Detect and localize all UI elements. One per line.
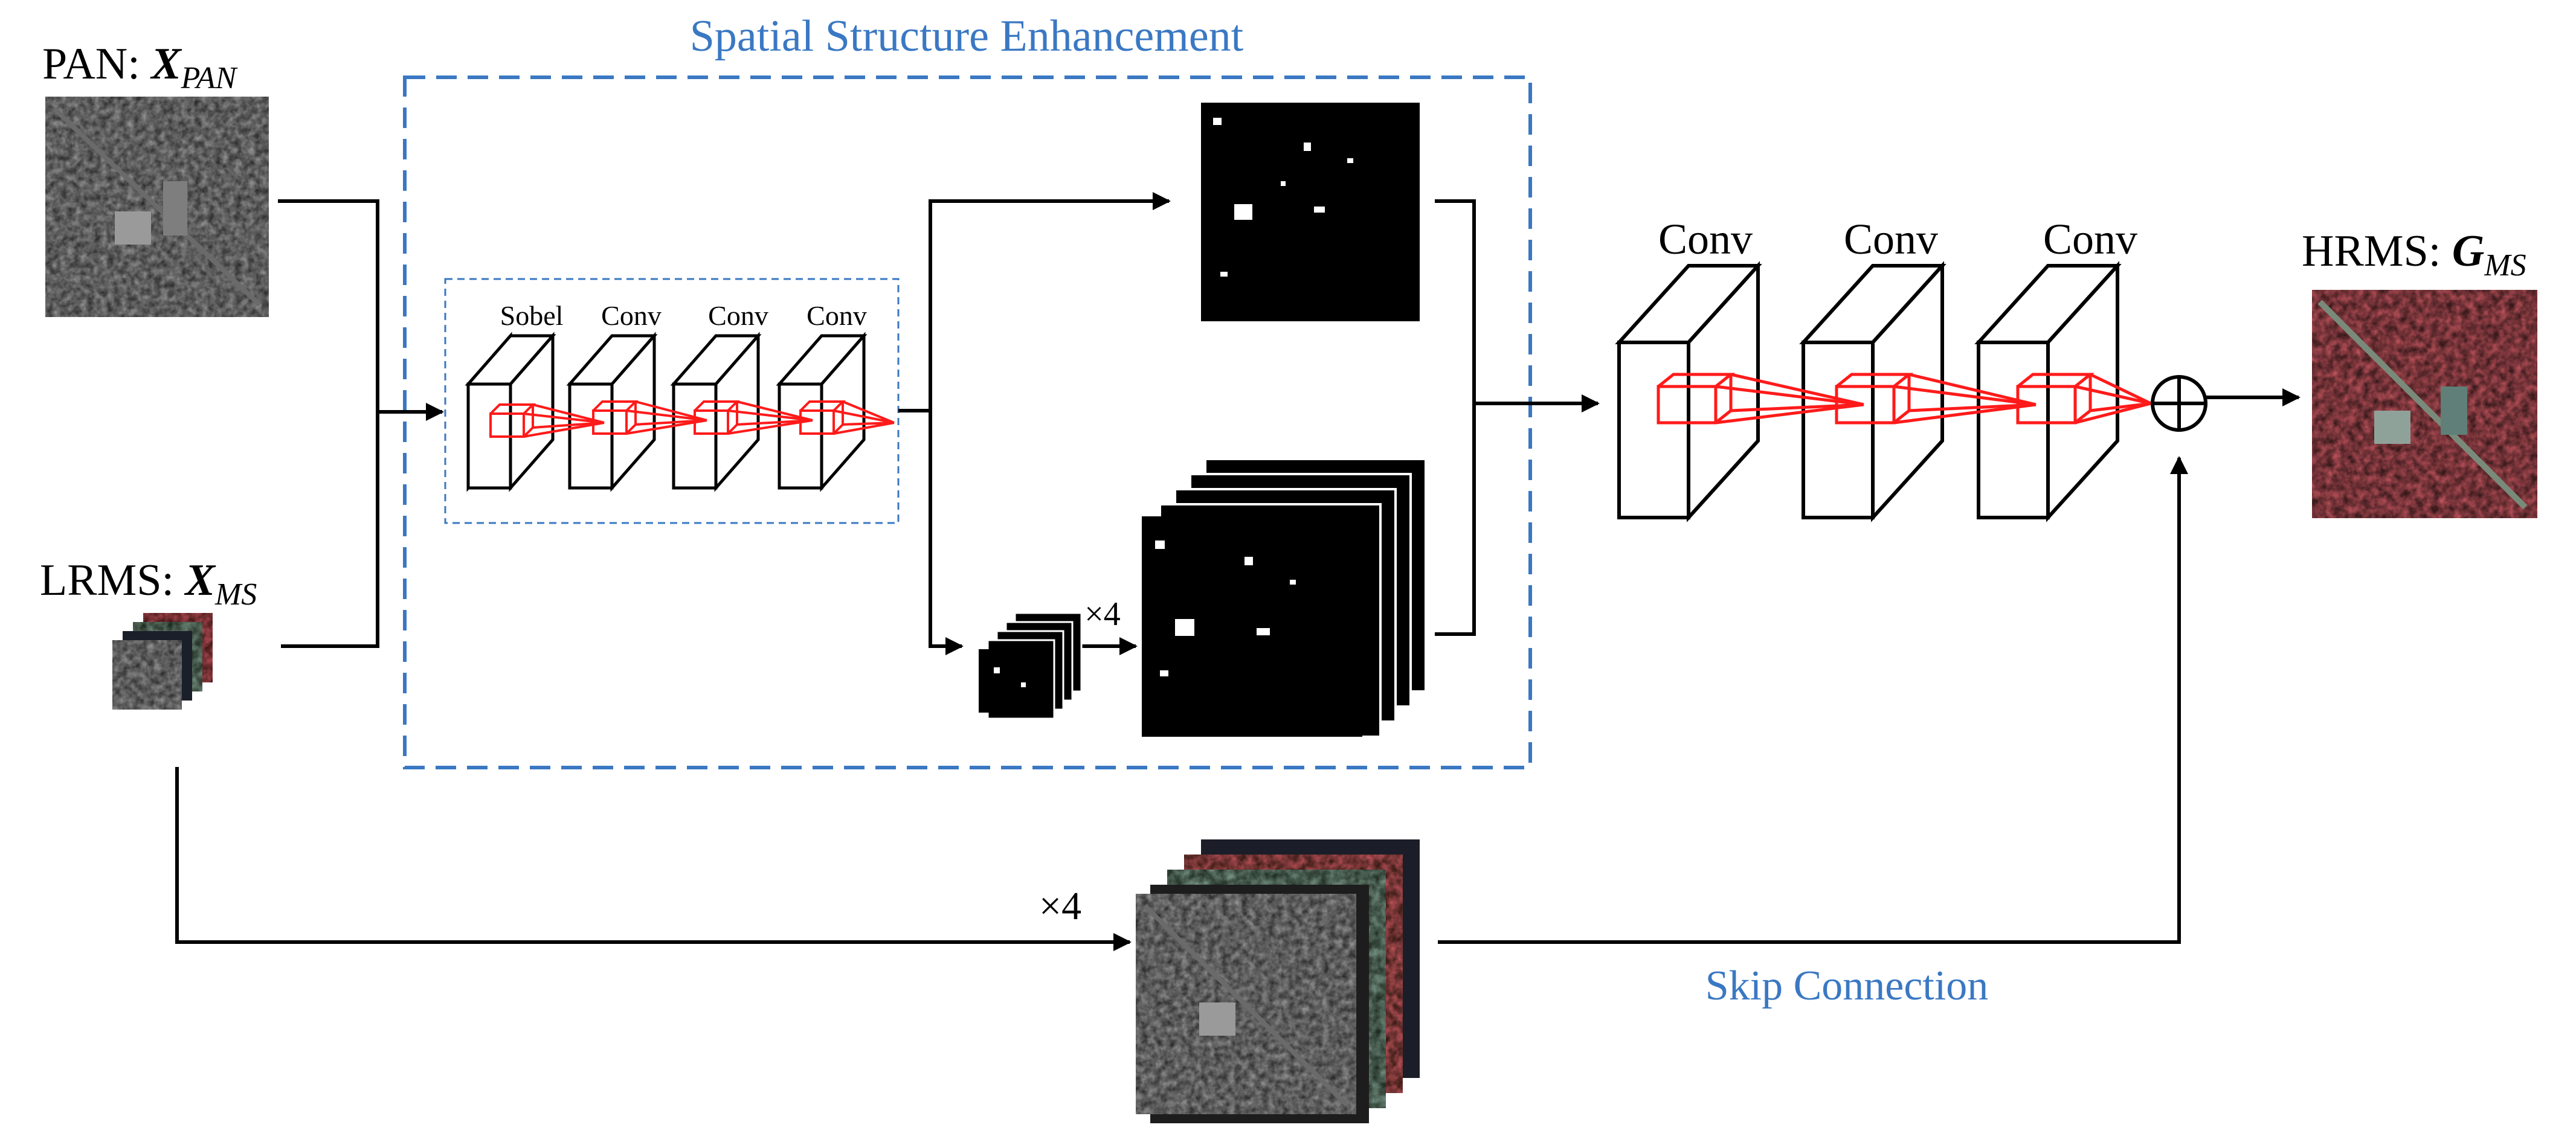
skip-connection-label: Skip Connection bbox=[1705, 963, 1989, 1009]
main-layer-label: Conv bbox=[1844, 215, 1938, 263]
lrms-image-stack bbox=[112, 613, 213, 710]
sse-dashed-frame bbox=[403, 75, 1532, 769]
main-layer-label: Conv bbox=[1658, 215, 1753, 263]
skip-upsample-label: ×4 bbox=[1039, 884, 1081, 928]
edge-map-image bbox=[1201, 103, 1420, 321]
main-conv-layer-2: Conv bbox=[1799, 215, 1946, 522]
sse-layer-label: Conv bbox=[708, 300, 768, 331]
small-edge-map-stack bbox=[979, 612, 1083, 720]
sse-conv-group-frame bbox=[444, 278, 900, 524]
sse-conv-layer-1: Conv bbox=[566, 300, 662, 492]
skip-connection-wires bbox=[175, 456, 2188, 951]
sse-layer-label: Conv bbox=[601, 300, 662, 331]
main-layer-label: Conv bbox=[2043, 215, 2137, 263]
sum-node bbox=[2151, 375, 2207, 432]
main-kernel-connections bbox=[1657, 373, 2152, 425]
sse-title: Spatial Structure Enhancement bbox=[690, 11, 1244, 61]
pan-image bbox=[45, 97, 269, 317]
hrms-output-label: HRMS: GMS bbox=[2302, 226, 2526, 283]
input-wires bbox=[278, 199, 444, 648]
lrms-input-label: LRMS: XMS bbox=[40, 556, 257, 612]
sse-upsample-label: ×4 bbox=[1084, 595, 1121, 633]
upsampled-lrms-stack bbox=[1136, 839, 1420, 1123]
main-conv-layer-3: Conv bbox=[1974, 215, 2137, 522]
sse-branch-wires bbox=[898, 192, 1600, 655]
sse-kernel-connections bbox=[489, 400, 895, 438]
sse-layer-label: Sobel bbox=[500, 300, 564, 331]
sse-layer-label: Conv bbox=[807, 300, 867, 331]
sse-conv-layer-3: Conv bbox=[776, 300, 868, 492]
pan-input-label: PAN: XPAN bbox=[42, 39, 238, 95]
hrms-image bbox=[2312, 290, 2537, 518]
sse-conv-layer-2: Conv bbox=[670, 300, 768, 492]
sse-sobel-layer: Sobel bbox=[465, 300, 564, 492]
large-edge-map-stack bbox=[1142, 458, 1427, 738]
main-conv-layer-1: Conv bbox=[1615, 215, 1762, 522]
